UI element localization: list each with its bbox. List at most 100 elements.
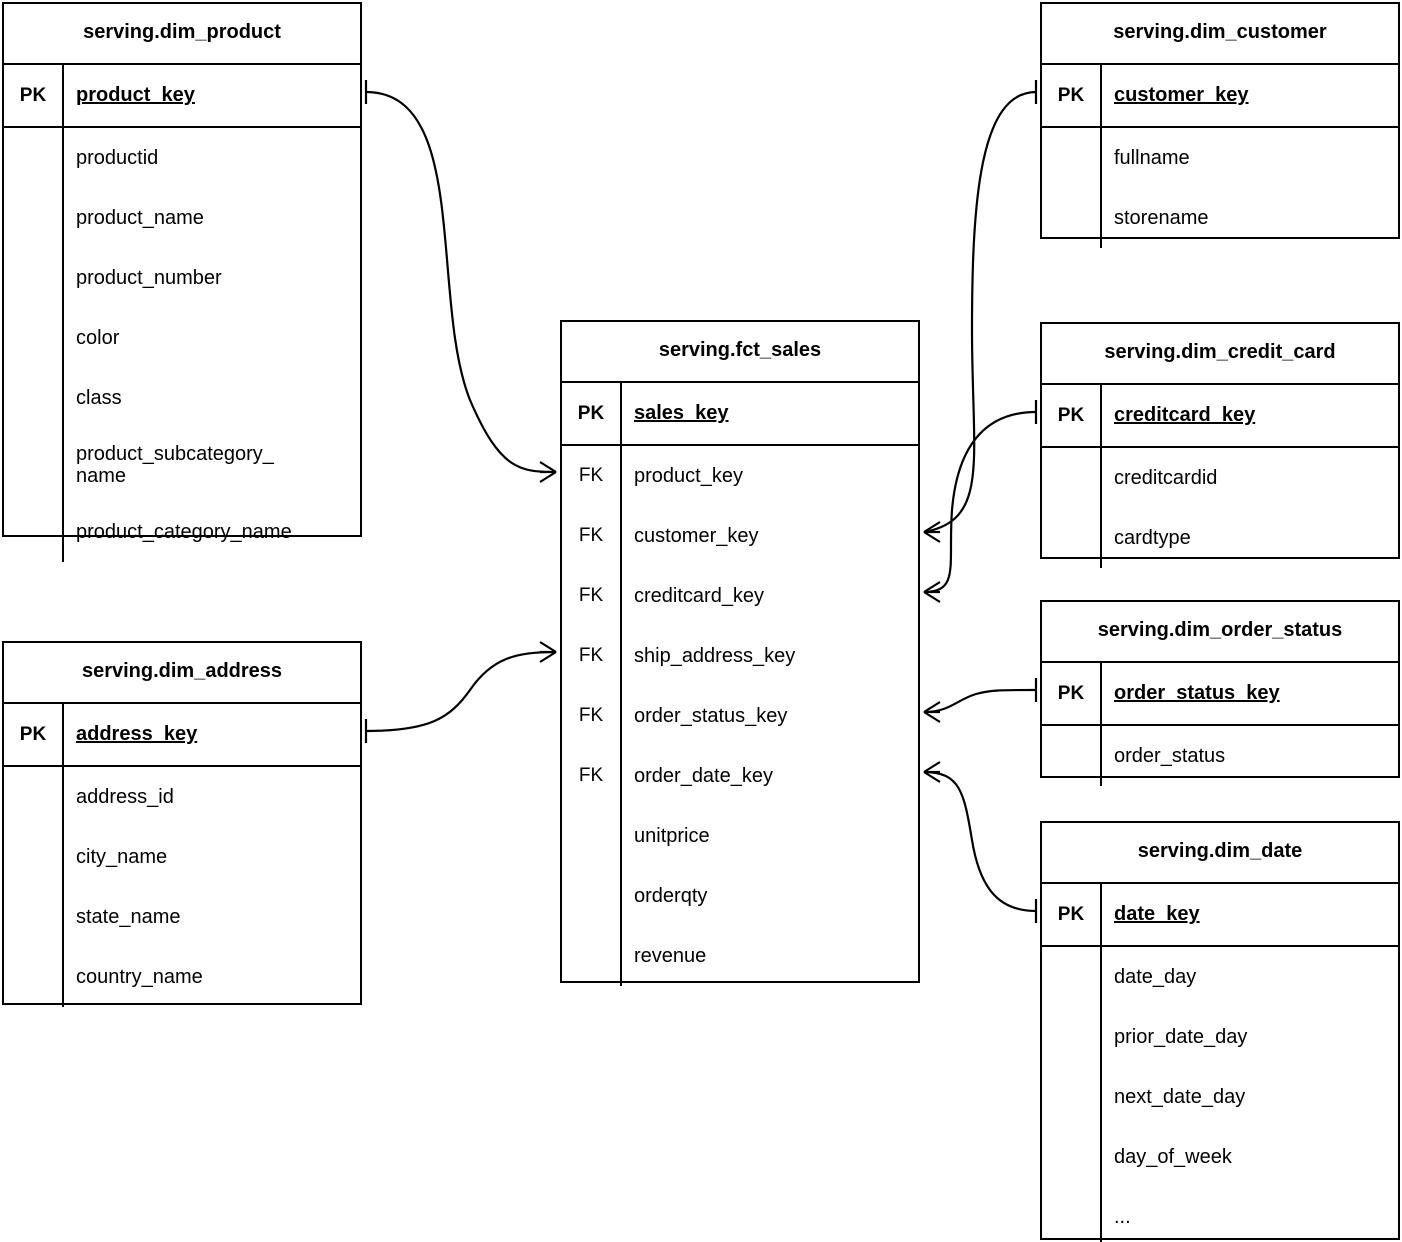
table-row[interactable]: address_id [4,767,360,827]
entity-title: serving.dim_address [4,643,360,704]
column-name: product_subcategory_ name [76,442,274,487]
entity-dim-product[interactable]: serving.dim_product PK product_key produ… [2,2,362,562]
entity-dim-date[interactable]: serving.dim_date PK date_key date_day pr… [1040,821,1400,1242]
table-row[interactable]: day_of_week [1042,1127,1398,1187]
key-label [562,866,622,926]
table-row[interactable]: revenue [562,926,918,986]
table-row[interactable]: orderqty [562,866,918,926]
key-label [4,368,64,428]
table-row-pk[interactable]: PK sales_key [562,383,918,446]
column-list: productid product_name product_number co… [4,128,360,562]
table-row[interactable]: FK customer_key [562,506,918,566]
table-row[interactable]: cardtype [1042,508,1398,568]
table-row[interactable]: city_name [4,827,360,887]
table-row-pk[interactable]: PK date_key [1042,884,1398,947]
column-name: class [76,386,122,409]
key-label [4,248,64,308]
table-row[interactable]: date_day [1042,947,1398,1007]
table-row[interactable]: FK creditcard_key [562,566,918,626]
entity-dim-customer[interactable]: serving.dim_customer PK customer_key ful… [1040,2,1400,248]
key-label [4,188,64,248]
table-row[interactable]: FK product_key [562,446,918,506]
entity-dim-credit-card[interactable]: serving.dim_credit_card PK creditcard_ke… [1040,322,1400,568]
table-row-pk[interactable]: PK address_key [4,704,360,767]
column-name: customer_key [1114,84,1249,107]
entity-title: serving.dim_order_status [1042,602,1398,663]
connector-orderstatus-to-sales [923,678,1038,723]
key-label [4,128,64,188]
table-row-pk[interactable]: PK product_key [4,65,360,128]
entity-title: serving.dim_product [4,4,360,65]
column-name: country_name [76,965,203,988]
table-row[interactable]: product_subcategory_ name [4,428,360,502]
column-list: creditcardid cardtype [1042,448,1398,568]
table-row[interactable]: state_name [4,887,360,947]
entity-dim-address[interactable]: serving.dim_address PK address_key addre… [2,641,362,1007]
key-label [4,887,64,947]
key-label [562,806,622,866]
table-row[interactable]: FK order_status_key [562,686,918,746]
table-row-pk[interactable]: PK creditcard_key [1042,385,1398,448]
table-row[interactable]: creditcardid [1042,448,1398,508]
table-row[interactable]: FK ship_address_key [562,626,918,686]
table-row[interactable]: color [4,308,360,368]
key-label: PK [562,383,622,444]
table-row[interactable]: next_date_day [1042,1067,1398,1127]
column-name: day_of_week [1114,1145,1232,1168]
table-row[interactable]: prior_date_day [1042,1007,1398,1067]
key-label: FK [562,446,622,506]
column-name: address_id [76,785,174,808]
key-label [1042,508,1102,568]
key-label [4,827,64,887]
table-row[interactable]: FK order_date_key [562,746,918,806]
column-name: order_status_key [634,704,788,727]
table-row[interactable]: product_name [4,188,360,248]
table-row[interactable]: storename [1042,188,1398,248]
column-name: cardtype [1114,526,1191,549]
table-row[interactable]: product_number [4,248,360,308]
table-row[interactable]: ... [1042,1187,1398,1242]
table-row[interactable]: fullname [1042,128,1398,188]
column-name: sales_key [634,402,729,425]
key-label [1042,1007,1102,1067]
entity-dim-order-status[interactable]: serving.dim_order_status PK order_status… [1040,600,1400,786]
table-row-pk[interactable]: PK customer_key [1042,65,1398,128]
key-label [4,428,64,502]
connector-product-to-sales [364,80,557,483]
key-label: FK [562,746,622,806]
column-name: order_status_key [1114,682,1280,705]
column-name: order_date_key [634,764,773,787]
table-row[interactable]: country_name [4,947,360,1007]
column-name: city_name [76,845,168,868]
key-label [1042,1067,1102,1127]
table-row[interactable]: product_category_name [4,502,360,562]
column-name: creditcardid [1114,466,1218,489]
table-row-pk[interactable]: PK order_status_key [1042,663,1398,726]
key-label [1042,1127,1102,1187]
key-label [562,926,622,986]
table-row[interactable]: order_status [1042,726,1398,786]
entity-title: serving.dim_credit_card [1042,324,1398,385]
column-name: creditcard_key [634,584,765,607]
table-row[interactable]: class [4,368,360,428]
column-name: creditcard_key [1114,404,1256,427]
column-name: date_key [1114,903,1200,926]
key-label: FK [562,566,622,626]
column-list: address_id city_name state_name country_… [4,767,360,1007]
column-name: next_date_day [1114,1085,1246,1108]
entity-fct-sales[interactable]: serving.fct_sales PK sales_key FK produc… [560,320,920,986]
key-label [1042,128,1102,188]
column-name: revenue [634,944,707,967]
column-name: storename [1114,206,1209,229]
column-name: fullname [1114,146,1190,169]
column-name: orderqty [634,884,708,907]
key-label: PK [4,704,64,765]
connector-creditcard-to-sales [923,400,1038,603]
key-label: FK [562,506,622,566]
key-label [1042,726,1102,786]
column-name: ship_address_key [634,644,796,667]
table-row[interactable]: unitprice [562,806,918,866]
column-name: state_name [76,905,181,928]
table-row[interactable]: productid [4,128,360,188]
